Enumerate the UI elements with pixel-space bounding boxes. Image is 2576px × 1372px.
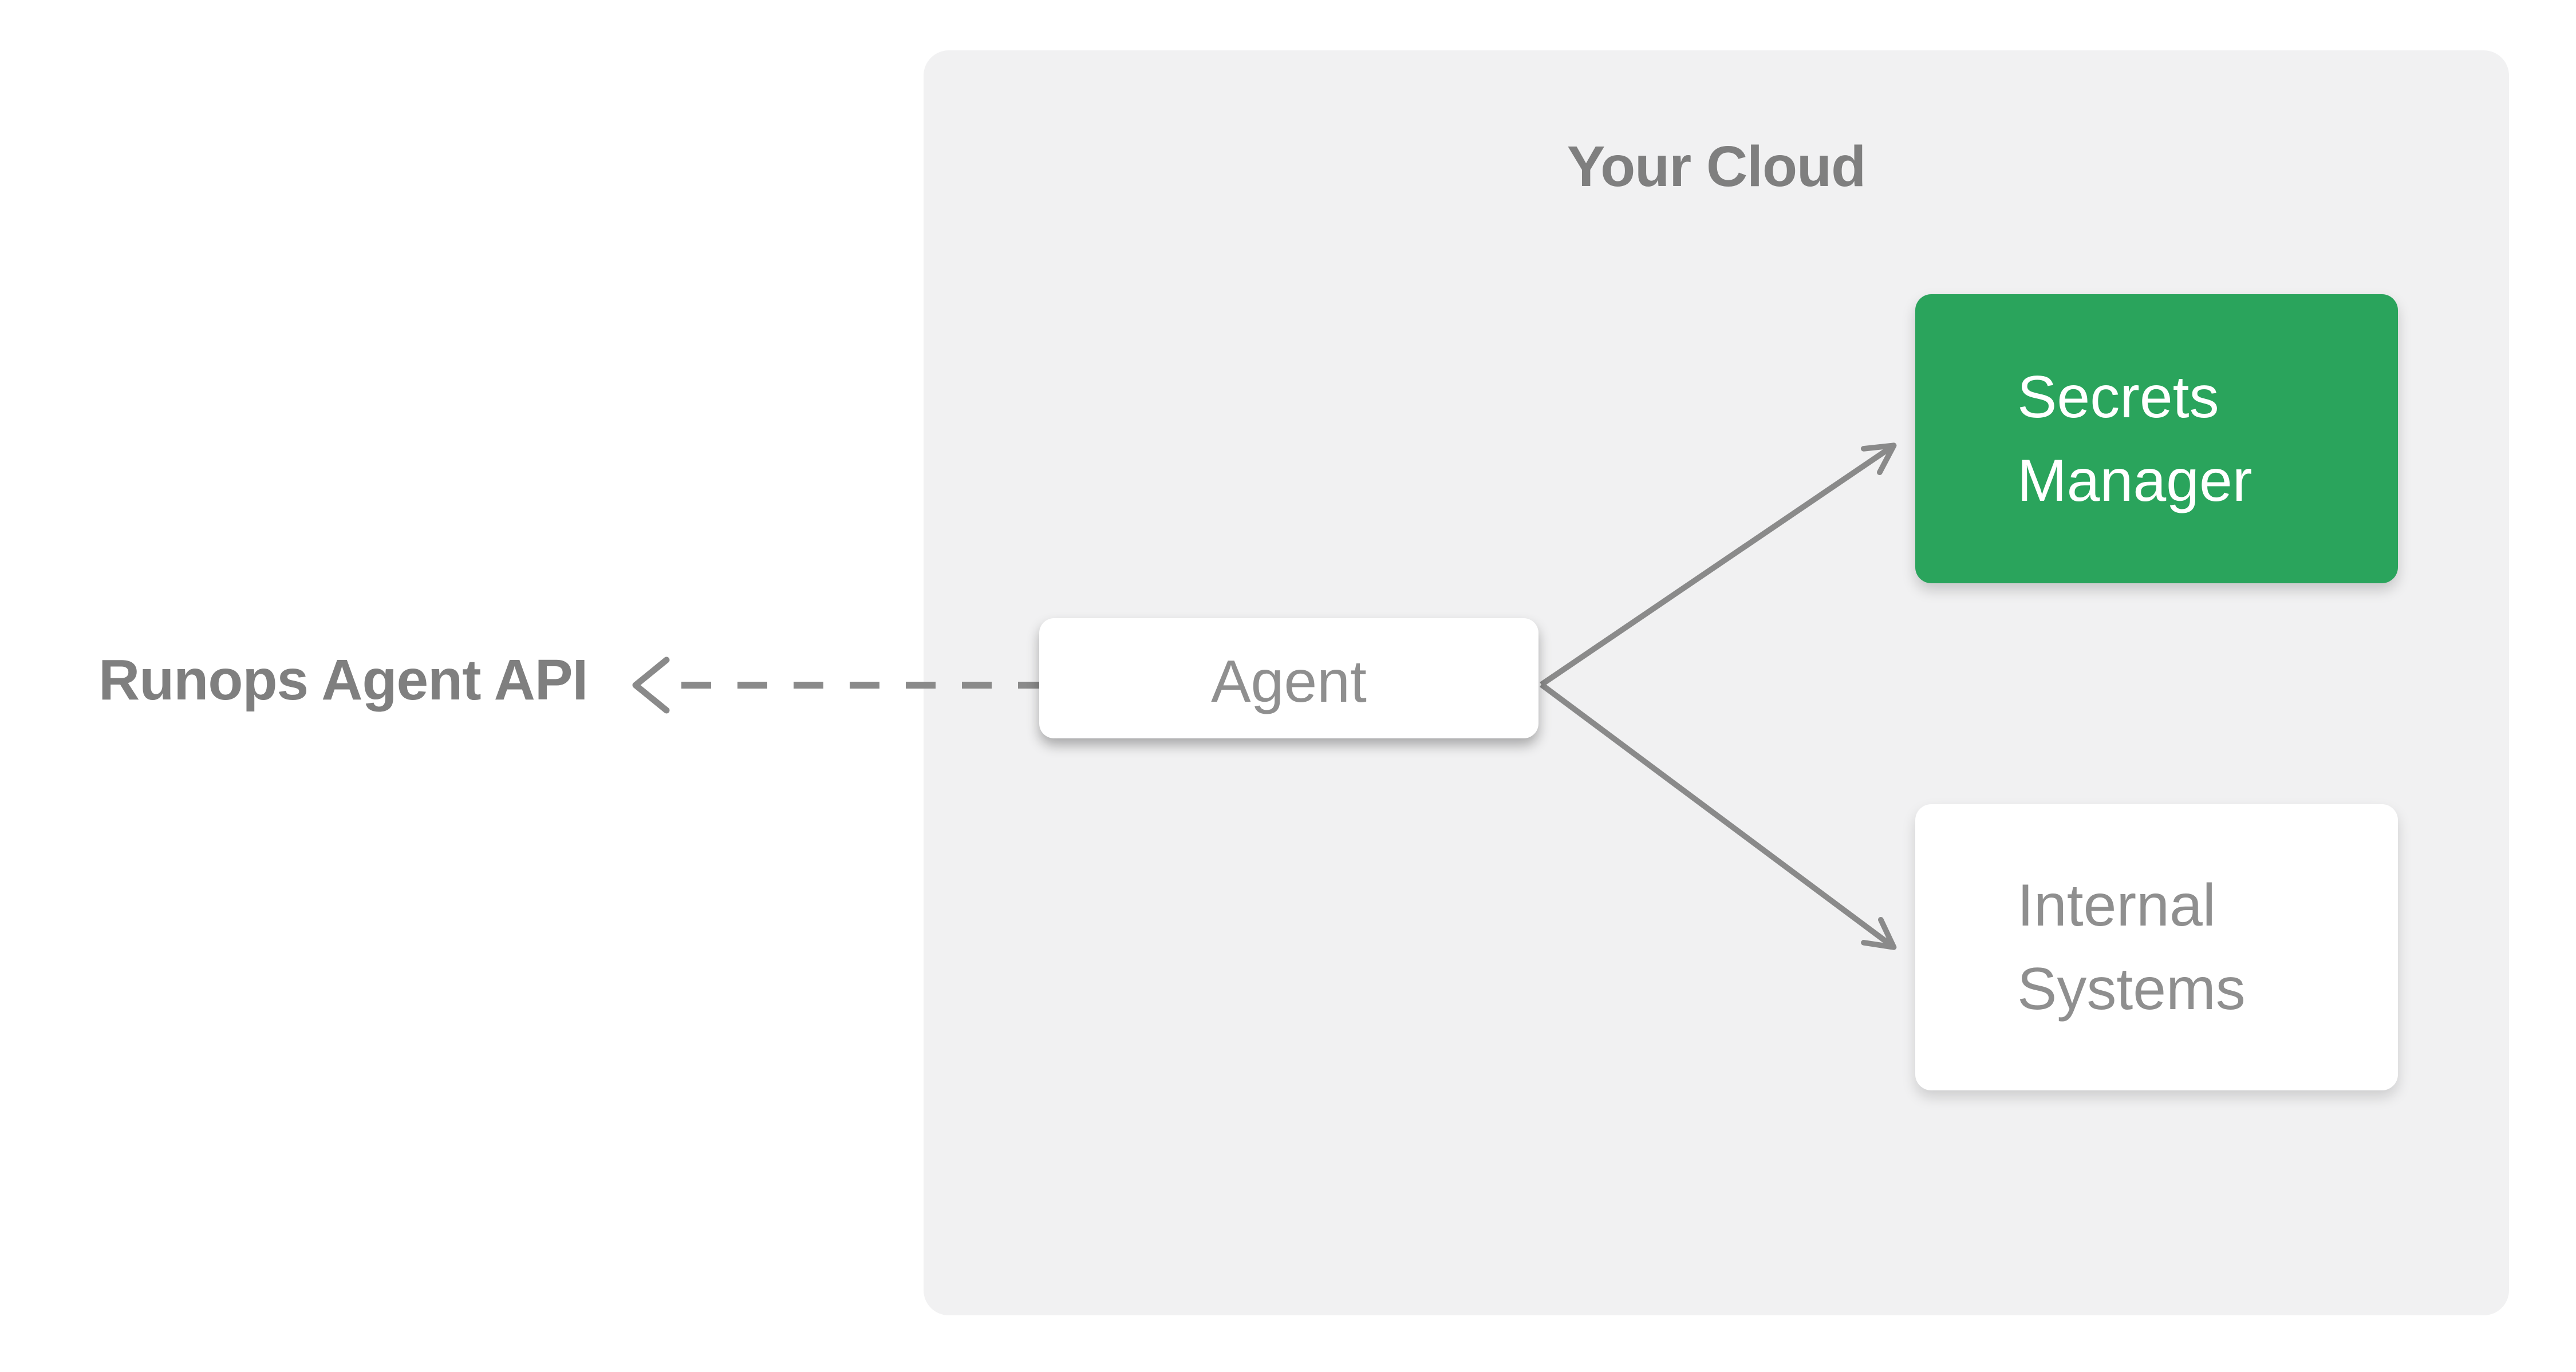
node-agent-label: Agent [1211,648,1367,715]
node-agent: Agent [1039,618,1539,738]
node-secrets-manager-label-line1: Secrets [2017,363,2219,430]
dashed-edge-left-arrowhead-icon [632,657,670,714]
edge-agent-to-internal-systems [1540,682,1897,950]
node-secrets-manager-text: Secrets Manager [1915,294,2398,583]
runops-agent-api-label: Runops Agent API [98,648,588,712]
node-internal-systems-text: Internal Systems [1915,804,2398,1090]
panel-title: Your Cloud [1567,135,1866,199]
node-internal-systems-label-line2: Systems [2017,956,2246,1022]
node-secrets-manager: Secrets Manager [1915,294,2398,583]
node-internal-systems-label-line1: Internal [2017,872,2216,939]
node-secrets-manager-label-line2: Manager [2017,447,2252,514]
node-internal-systems: Internal Systems [1915,804,2398,1090]
edge-agent-to-secrets-manager [1540,442,1897,687]
